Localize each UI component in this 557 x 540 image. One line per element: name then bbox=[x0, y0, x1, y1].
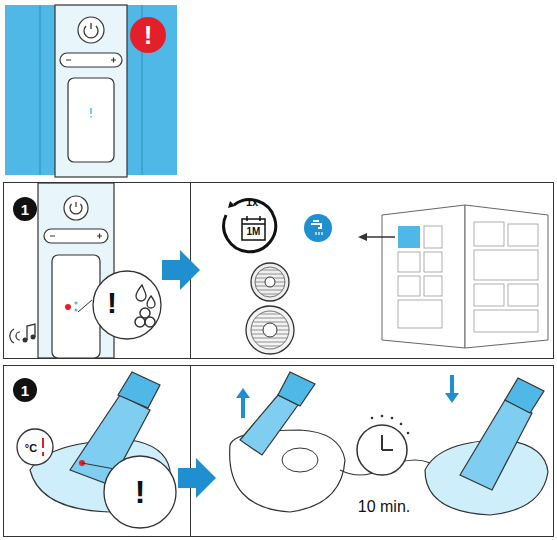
warning-mark: ! bbox=[135, 476, 146, 508]
warning-mark: ! bbox=[144, 22, 153, 48]
temperature-label: °C bbox=[25, 443, 37, 454]
time-label: 10 min. bbox=[358, 499, 410, 515]
step-number: 1 bbox=[21, 202, 29, 217]
frequency-label: 1x bbox=[246, 197, 258, 208]
calendar-label: 1M bbox=[247, 227, 261, 237]
warning-mark: ! bbox=[107, 288, 117, 318]
step-number: 1 bbox=[21, 383, 29, 398]
